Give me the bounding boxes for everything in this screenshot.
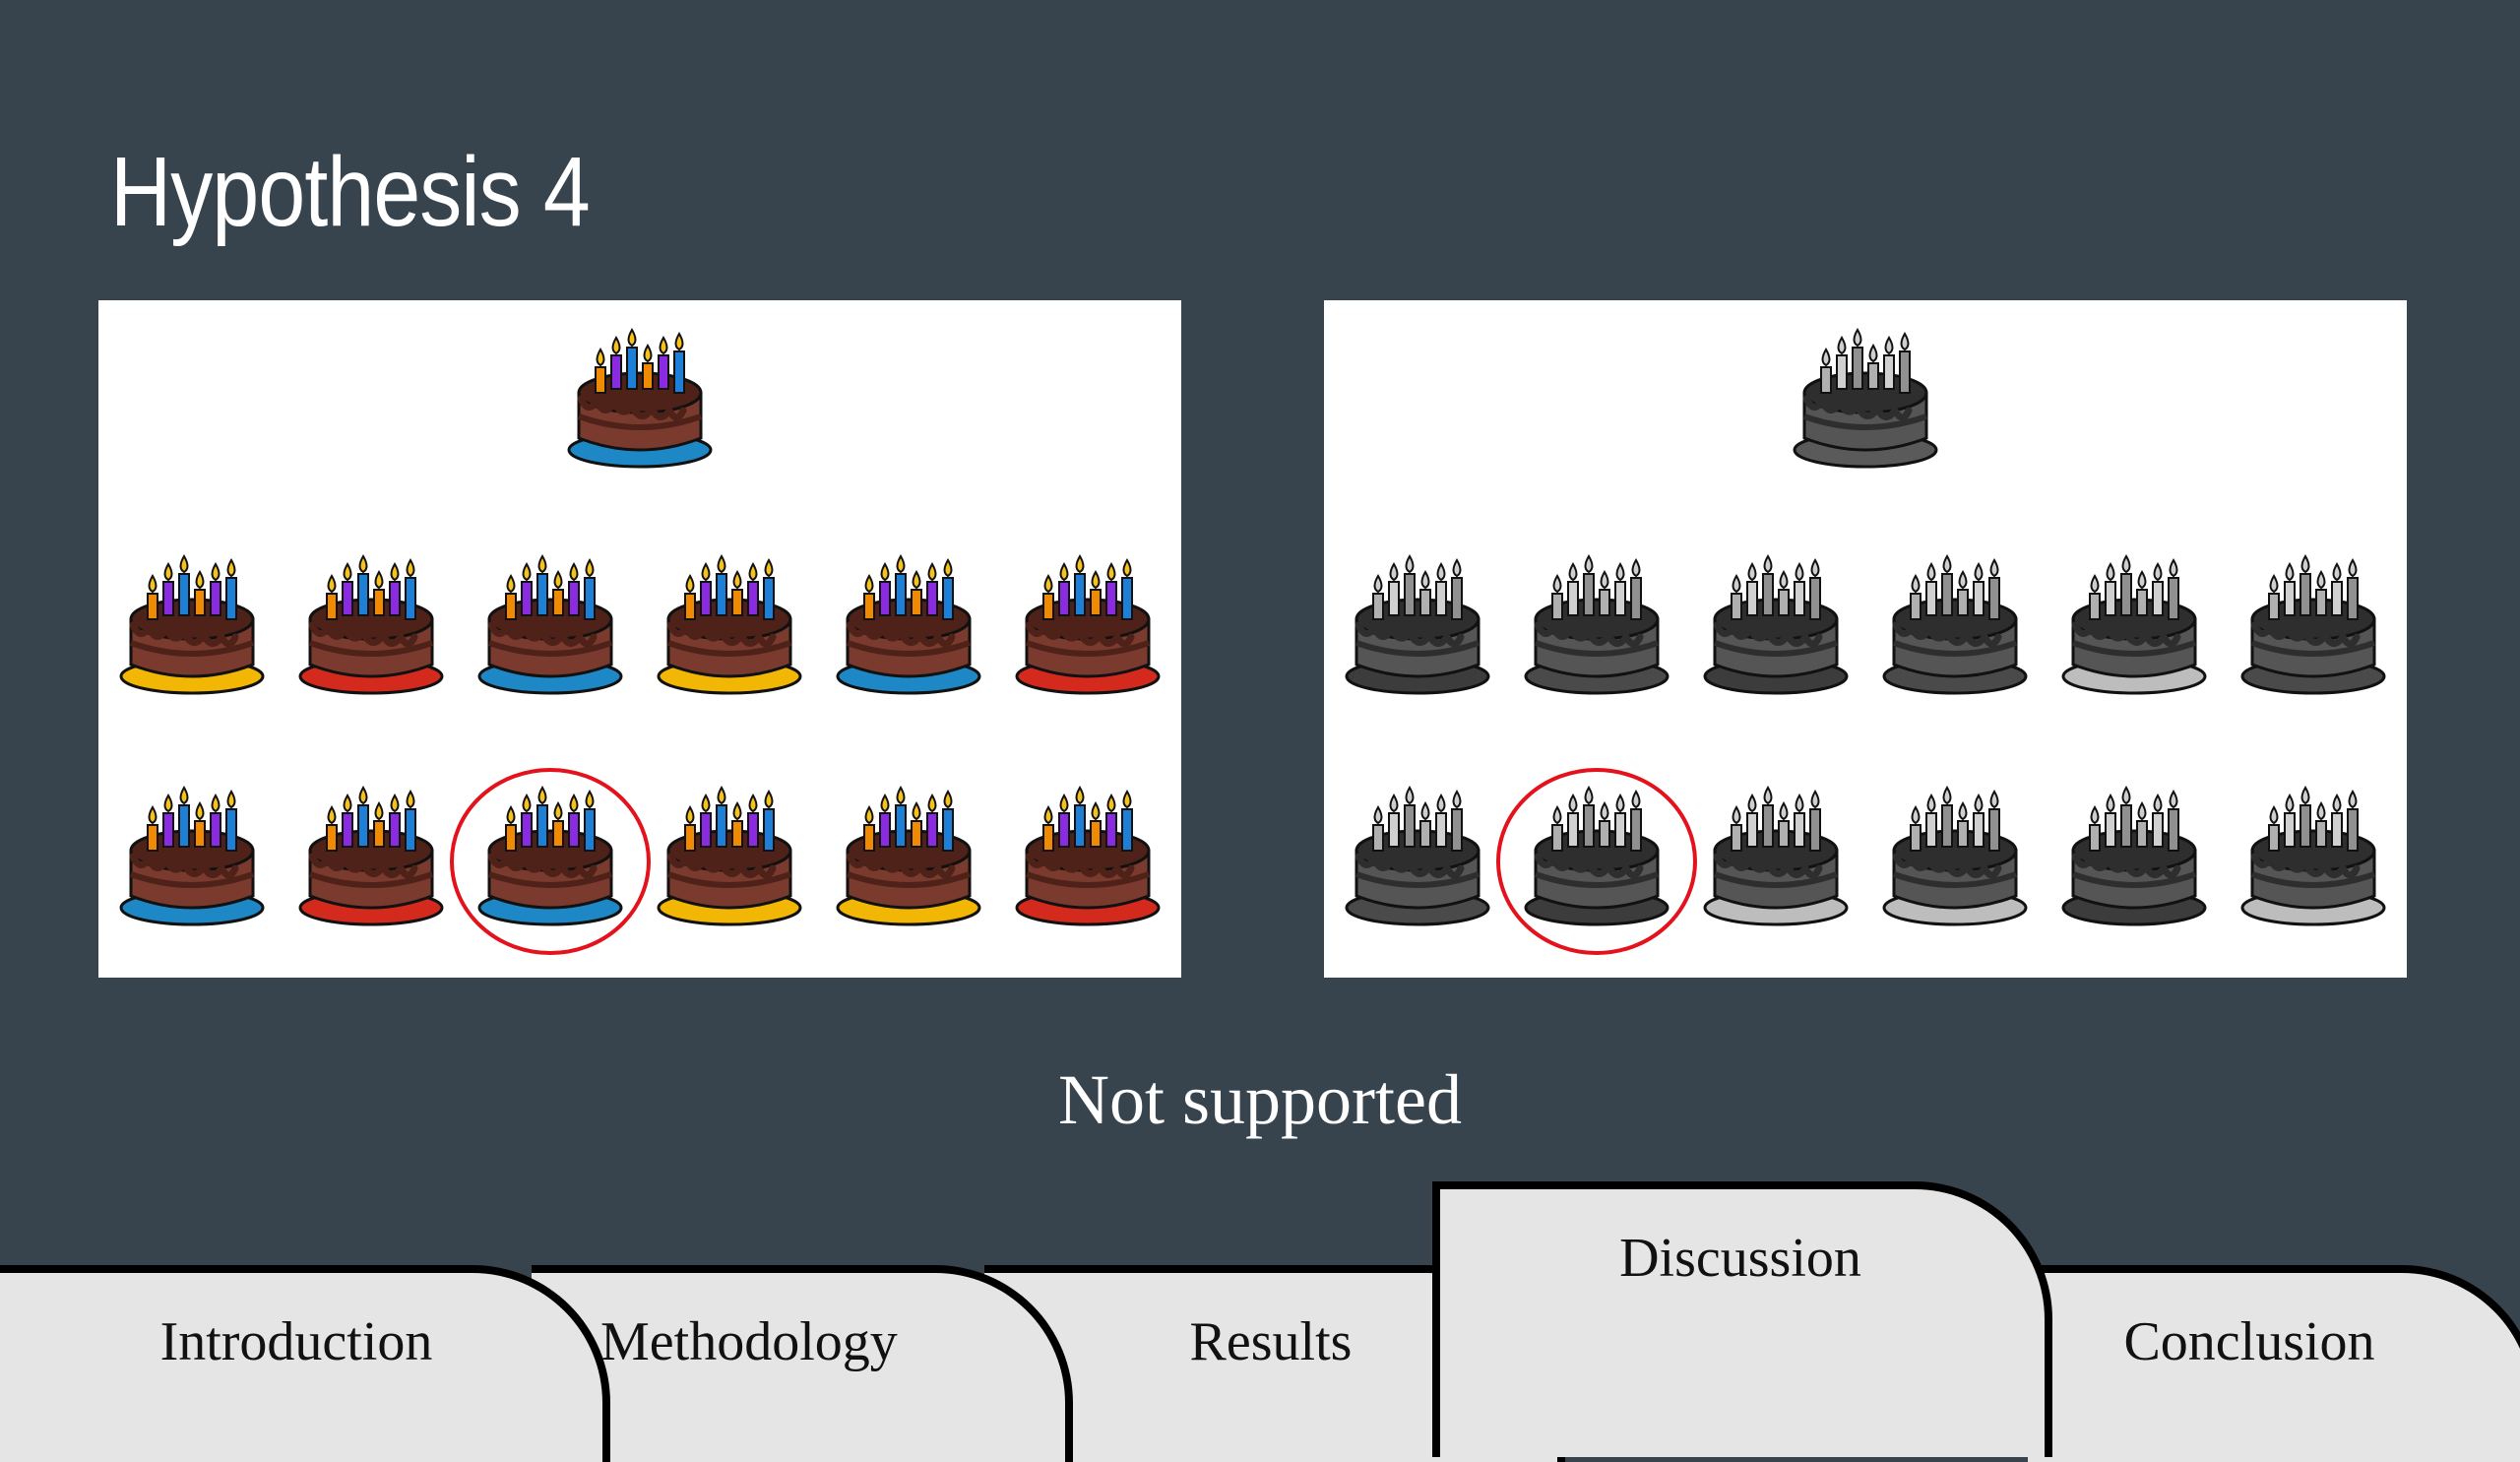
tab-label: Methodology	[600, 1311, 898, 1372]
grayscale-cakes-image	[1345, 328, 2386, 955]
color-cakes-panel	[98, 300, 1181, 978]
tab-label: Conclusion	[2123, 1311, 2375, 1372]
cake-option	[2240, 786, 2386, 926]
cake-option	[2061, 554, 2207, 695]
verdict-text: Not supported	[1058, 1060, 1462, 1139]
cake-option	[477, 554, 623, 695]
tab-introduction[interactable]: Introduction	[0, 1265, 610, 1462]
cake-option	[2240, 554, 2386, 695]
tab-methodology[interactable]: Methodology	[532, 1265, 1073, 1462]
cake-option	[298, 554, 444, 695]
slide-title: Hypothesis 4	[110, 137, 591, 247]
selection-circle	[1496, 768, 1697, 955]
tab-label: Discussion	[1619, 1228, 1861, 1289]
cake-option	[836, 786, 981, 926]
cake-option	[1015, 786, 1161, 926]
target-cake	[567, 328, 713, 469]
tab-discussion[interactable]: Discussion	[1432, 1181, 2052, 1457]
tab-conclusion[interactable]: Conclusion	[2028, 1265, 2520, 1462]
cake-option	[2061, 786, 2207, 926]
tab-label: Results	[1189, 1311, 1353, 1372]
cake-option	[1882, 786, 2028, 926]
color-cakes-image	[119, 328, 1161, 955]
cake-option	[119, 786, 265, 926]
cake-option	[657, 786, 802, 926]
cake-option	[1882, 554, 2028, 695]
tab-label: Introduction	[159, 1311, 433, 1372]
cake-option	[657, 554, 802, 695]
cake-option	[1703, 786, 1849, 926]
cake-option	[1703, 554, 1849, 695]
cake-option	[1524, 786, 1670, 926]
grayscale-cakes-panel	[1324, 300, 2407, 978]
cake-option	[1015, 554, 1161, 695]
target-cake	[1793, 328, 1938, 469]
cake-option	[119, 554, 265, 695]
cake-option	[1524, 554, 1670, 695]
cake-option	[1345, 554, 1490, 695]
cake-option	[1345, 786, 1490, 926]
cake-option	[298, 786, 444, 926]
cake-option	[836, 554, 981, 695]
selection-circle	[450, 768, 651, 955]
cake-option	[477, 786, 623, 926]
